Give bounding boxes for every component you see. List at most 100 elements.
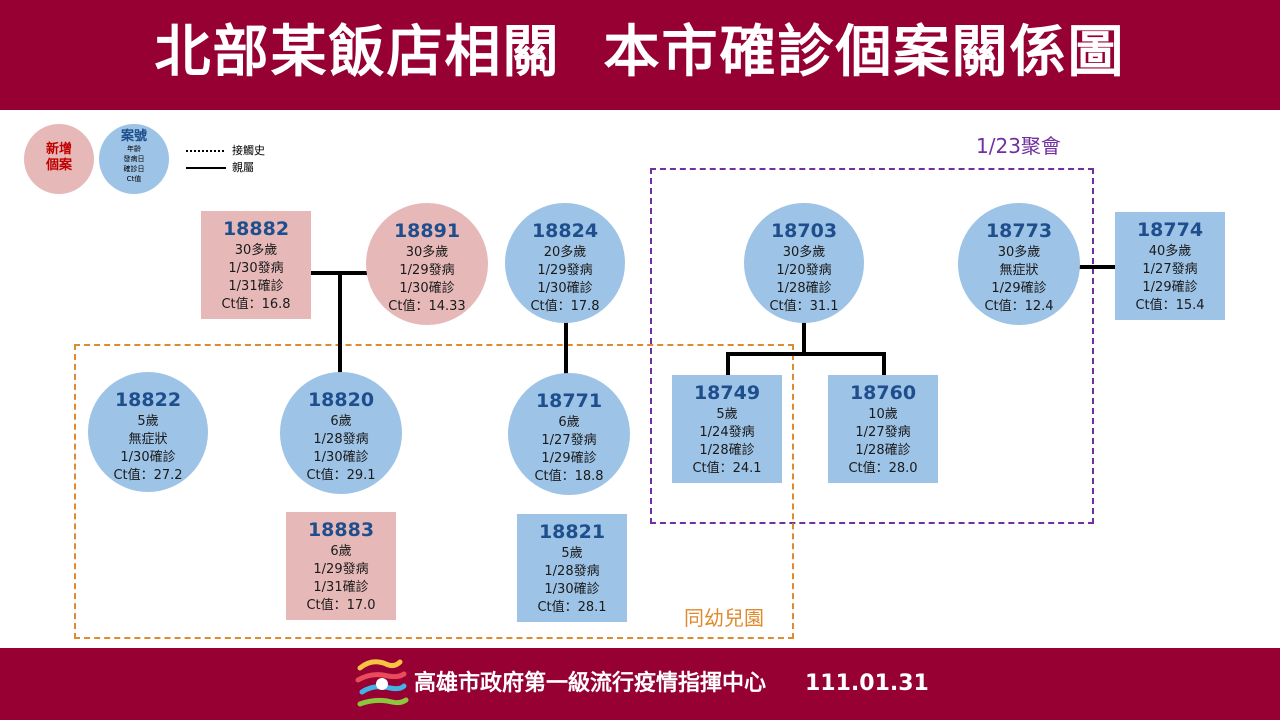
case-node-18821: 18821 5歲 1/28發病 1/30確診 Ct值：28.1 xyxy=(517,514,627,622)
case-id: 18771 xyxy=(535,390,603,412)
case-ct: Ct值：28.0 xyxy=(848,461,918,476)
legend-field-ct: Ct值 xyxy=(126,175,142,183)
case-node-18760: 18760 10歲 1/27發病 1/28確診 Ct值：28.0 xyxy=(828,375,938,483)
legend-family-label: 親屬 xyxy=(232,161,254,174)
case-ct: Ct值：27.2 xyxy=(113,468,183,483)
case-ct: Ct值：18.8 xyxy=(534,469,604,484)
legend-field-onset: 發病日 xyxy=(123,155,145,163)
case-confirm: 1/29確診 xyxy=(991,281,1047,296)
case-confirm: 1/31確診 xyxy=(228,279,284,294)
legend-field-age: 年齡 xyxy=(127,145,141,153)
case-onset: 1/24發病 xyxy=(699,425,755,440)
case-node-18749: 18749 5歲 1/24發病 1/28確診 Ct值：24.1 xyxy=(672,375,782,483)
page-title: 北部某飯店相關 本市確診個案關係圖 xyxy=(154,20,1126,85)
case-confirm: 1/28確診 xyxy=(699,443,755,458)
legend-field-confirm: 確診日 xyxy=(123,165,145,173)
case-confirm: 1/30確診 xyxy=(537,281,593,296)
case-onset: 1/20發病 xyxy=(776,263,832,278)
legend-case-key: 案號 年齡 發病日 確診日 Ct值 xyxy=(99,124,169,194)
case-id: 18822 xyxy=(114,389,182,411)
case-onset: 1/28發病 xyxy=(544,564,600,579)
case-confirm: 1/31確診 xyxy=(313,580,369,595)
case-node-18883: 18883 6歲 1/29發病 1/31確診 Ct值：17.0 xyxy=(286,512,396,620)
case-node-18820: 18820 6歲 1/28發病 1/30確診 Ct值：29.1 xyxy=(280,372,402,494)
case-age: 6歲 xyxy=(330,544,352,559)
case-ct: Ct值：24.1 xyxy=(692,461,762,476)
case-node-18882: 18882 30多歲 1/30發病 1/31確診 Ct值：16.8 xyxy=(201,211,311,319)
case-onset: 1/29發病 xyxy=(313,562,369,577)
case-ct: Ct值：17.0 xyxy=(306,598,376,613)
case-node-18771: 18771 6歲 1/27發病 1/29確診 Ct值：18.8 xyxy=(508,373,630,495)
case-age: 6歲 xyxy=(330,414,352,429)
case-confirm: 1/30確診 xyxy=(399,281,455,296)
family-line-18703-bar xyxy=(726,352,886,356)
case-onset: 1/30發病 xyxy=(228,261,284,276)
case-id: 18773 xyxy=(985,220,1053,242)
family-line-to-18820 xyxy=(338,271,342,387)
case-age: 30多歲 xyxy=(997,245,1041,260)
case-node-18773: 18773 30多歲 無症狀 1/29確診 Ct值：12.4 xyxy=(958,203,1080,325)
gathering-group-label: 1/23聚會 xyxy=(976,134,1061,158)
case-id: 18760 xyxy=(849,382,917,404)
case-node-18891: 18891 30多歲 1/29發病 1/30確診 Ct值：14.33 xyxy=(366,203,488,325)
case-onset: 1/29發病 xyxy=(399,263,455,278)
case-confirm: 1/28確診 xyxy=(855,443,911,458)
case-onset: 1/27發病 xyxy=(541,433,597,448)
case-id: 18749 xyxy=(693,382,761,404)
case-node-18824: 18824 20多歲 1/29發病 1/30確診 Ct值：17.8 xyxy=(505,203,625,323)
case-age: 5歲 xyxy=(137,414,159,429)
case-confirm: 1/30確診 xyxy=(313,450,369,465)
case-confirm: 1/30確診 xyxy=(544,582,600,597)
case-age: 5歲 xyxy=(561,546,583,561)
case-age: 30多歲 xyxy=(405,245,449,260)
case-ct: Ct值：12.4 xyxy=(984,299,1054,314)
case-confirm: 1/28確診 xyxy=(776,281,832,296)
case-age: 6歲 xyxy=(558,415,580,430)
case-confirm: 1/29確診 xyxy=(1142,280,1198,295)
case-age: 5歲 xyxy=(716,407,738,422)
title-banner: 北部某飯店相關 本市確診個案關係圖 xyxy=(0,0,1280,110)
case-node-18703: 18703 30多歲 1/20發病 1/28確診 Ct值：31.1 xyxy=(744,203,864,323)
case-id: 18882 xyxy=(222,218,290,240)
kaohsiung-logo-icon xyxy=(355,659,409,707)
case-id: 18824 xyxy=(531,220,599,242)
kindergarten-group-frame xyxy=(74,344,794,639)
footer-banner: 高雄市政府第一級流行疫情指揮中心 111.01.31 xyxy=(0,648,1280,720)
case-node-18822: 18822 5歲 無症狀 1/30確診 Ct值：27.2 xyxy=(88,372,208,492)
footer-date: 111.01.31 xyxy=(805,671,929,696)
footer-organization: 高雄市政府第一級流行疫情指揮中心 xyxy=(414,671,767,696)
case-confirm: 1/30確診 xyxy=(120,450,176,465)
case-ct: Ct值：17.8 xyxy=(530,299,600,314)
case-node-18774: 18774 40多歲 1/27發病 1/29確診 Ct值：15.4 xyxy=(1115,212,1225,320)
case-id: 18703 xyxy=(770,220,838,242)
case-onset: 1/28發病 xyxy=(313,432,369,447)
case-id: 18883 xyxy=(307,519,375,541)
family-line-to-18760 xyxy=(882,352,886,376)
case-onset: 1/27發病 xyxy=(855,425,911,440)
case-age: 40多歲 xyxy=(1148,244,1192,259)
family-line-to-18749 xyxy=(726,352,730,376)
case-age: 30多歲 xyxy=(234,243,278,258)
case-age: 20多歲 xyxy=(543,245,587,260)
case-age: 10歲 xyxy=(868,407,898,422)
gathering-group-frame xyxy=(650,168,1094,524)
legend-contact-label: 接觸史 xyxy=(232,144,265,157)
case-id: 18774 xyxy=(1136,219,1204,241)
case-age: 30多歲 xyxy=(782,245,826,260)
case-onset: 無症狀 xyxy=(999,263,1039,278)
kindergarten-group-label: 同幼兒園 xyxy=(684,606,764,630)
case-ct: Ct值：29.1 xyxy=(306,468,376,483)
case-id: 18891 xyxy=(393,220,461,242)
case-ct: Ct值：14.33 xyxy=(388,299,466,314)
family-line-18773-18774 xyxy=(1078,265,1116,269)
case-onset: 無症狀 xyxy=(128,432,168,447)
legend-new-case-label: 新增 個案 xyxy=(45,142,72,173)
case-ct: Ct值：16.8 xyxy=(221,297,291,312)
case-ct: Ct值：28.1 xyxy=(537,600,607,615)
case-ct: Ct值：31.1 xyxy=(769,299,839,314)
legend-new-case: 新增 個案 xyxy=(24,124,94,194)
case-onset: 1/27發病 xyxy=(1142,262,1198,277)
family-line-18703-stem xyxy=(802,320,806,356)
case-id: 18821 xyxy=(538,521,606,543)
case-onset: 1/29發病 xyxy=(537,263,593,278)
